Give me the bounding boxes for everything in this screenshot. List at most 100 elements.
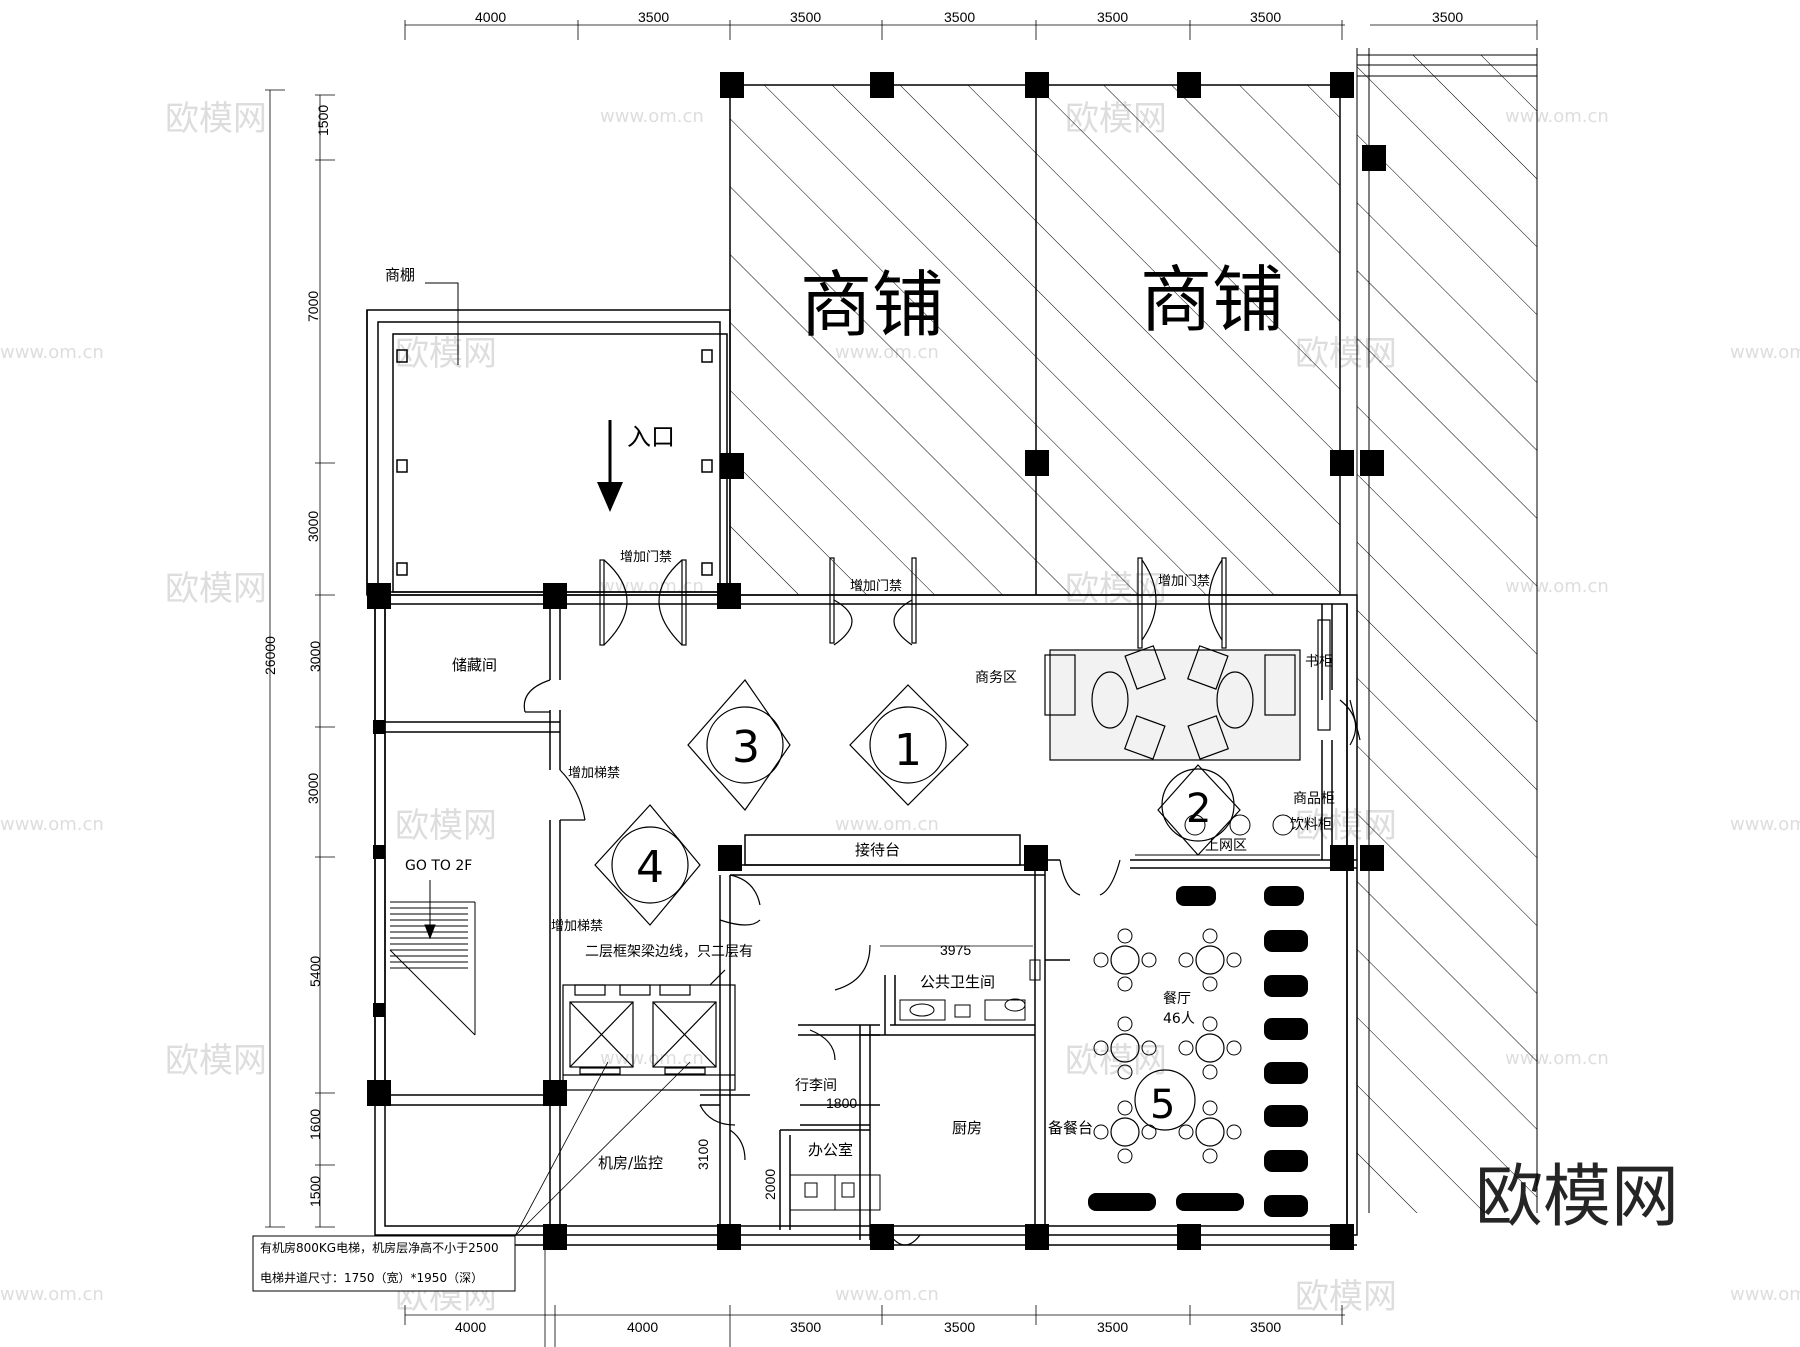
stair-access-label: 增加梯禁 [551,919,603,934]
watermark-brand: 欧模网 [165,1041,267,1081]
dining-chair [1117,1064,1133,1080]
dimension-bottom: 4000 [455,1319,486,1335]
internet-area-label: 上网区 [1205,838,1247,854]
serving-label: 备餐台 [1048,1119,1093,1137]
door-access-label: 增加门禁 [1158,574,1210,589]
dimension-left: 7000 [305,291,321,322]
dimension-left: 3000 [307,641,323,672]
kitchen-label: 厨房 [952,1119,982,1137]
shop-label: 商铺 [1140,258,1284,342]
dimension-left: 3000 [305,511,321,542]
dimension-left: 3000 [305,773,321,804]
dining-chair [1117,976,1133,992]
luggage-label: 行李间 [795,1078,837,1094]
dining-chair [1117,1100,1133,1116]
dimension-bottom: 3500 [1250,1319,1281,1335]
machine-room-label: 机房/监控 [598,1154,663,1172]
dining-chair [1141,1040,1157,1056]
shop-label: 商铺 [800,263,944,347]
beam-note: 二层框架梁边线，只二层有 [585,944,753,960]
watermark-url: www.om.cn [600,1048,704,1069]
dining-chair [1141,1124,1157,1140]
watermark-url: www.om.cn [835,1284,939,1305]
adjacent-area-hatch [1357,55,1537,1213]
dining-chair [1226,1040,1242,1056]
staircase [389,880,476,1036]
dining-chair [1202,1148,1218,1164]
office-label: 办公室 [808,1141,853,1159]
elevator-note [252,1061,691,1292]
watermark-brand: 欧模网 [1065,1041,1167,1081]
dimension-top: 3500 [1097,9,1128,25]
dining-chair [1178,1040,1194,1056]
dining-chair [1093,952,1109,968]
dimension-lines [265,20,1538,1347]
reception-label: 接待台 [855,841,900,859]
dining-booths [1088,886,1308,1217]
dining-chair [1226,952,1242,968]
dining-chair [1202,976,1218,992]
dining-chair [1202,1064,1218,1080]
columns [367,72,1386,1250]
dimension-top: 3500 [638,9,669,25]
watermark-brand: 欧模网 [165,99,267,139]
dimension-top: 3500 [1250,9,1281,25]
zone-marker-label: 2 [1186,786,1211,832]
dining-chair [1202,928,1218,944]
dimension-left: 1500 [315,105,331,136]
watermark-url: www.om.cn [0,342,104,363]
dining-table [1110,1117,1140,1147]
shop-area-hatch [729,84,1341,596]
door-access-label: 增加门禁 [850,579,902,594]
elevator-note-line: 电梯井道尺寸：1750（宽）*1950（深） [260,1270,483,1285]
dining-chair [1202,1100,1218,1116]
dimension-left: 5400 [307,956,323,987]
dining-chair [1178,1124,1194,1140]
internal-dimension: 3975 [940,942,971,958]
watermark-url: www.om.cn [1730,1284,1800,1305]
watermark-url: www.om.cn [0,1284,104,1305]
elevators [562,969,736,1091]
dimension-top: 3500 [790,9,821,25]
canopy-label: 商棚 [385,266,415,284]
dimension-top: 3500 [1432,9,1463,25]
bookcase-label: 书柜 [1305,654,1333,670]
storage-label: 储藏间 [452,656,497,674]
watermark-brand: 欧模网 [1295,1277,1397,1317]
dimension-left-total: 26000 [262,636,278,675]
toilet-label: 公共卫生间 [920,973,995,991]
toilet-fixtures [899,959,1041,1021]
zone-marker-label: 4 [636,842,664,893]
watermark-url: www.om.cn [835,814,939,835]
dimension-bottom: 3500 [1097,1319,1128,1335]
dining-chair [1093,1040,1109,1056]
dining-table [1195,1117,1225,1147]
dining-capacity-label: 46人 [1163,1011,1195,1027]
stair-access-label: 增加梯禁 [568,766,620,781]
door-access-label: 增加门禁 [620,550,672,565]
dining-table [1195,1033,1225,1063]
watermark-url: www.om.cn [600,576,704,597]
dimension-bottom: 4000 [627,1319,658,1335]
dimension-left: 1500 [307,1176,323,1207]
watermark-brand: 欧模网 [395,806,497,846]
zone-marker-label: 5 [1150,1082,1175,1128]
dining-chair [1141,952,1157,968]
dimension-left: 1600 [307,1109,323,1140]
office-desks [789,1174,881,1211]
dining-tables [1093,928,1242,1164]
dimension-top: 4000 [475,9,506,25]
hatched-areas [729,48,1538,1213]
business-lounge [1044,619,1331,761]
dining-chair [1117,1148,1133,1164]
dining-table [1110,1033,1140,1063]
dining-chair [1226,1124,1242,1140]
goods-cabinet-label: 商品柜 [1293,791,1335,807]
internal-dimension: 2000 [762,1169,778,1200]
elevator-note-line: 有机房800KG电梯，机房层净高不小于2500 [260,1240,499,1255]
entrance-label: 入口 [627,423,675,451]
brand-watermark: 欧模网 [1475,1158,1679,1237]
dining-table [1110,945,1140,975]
watermark-brand: 欧模网 [395,334,497,374]
zone-marker-label: 1 [894,725,922,776]
